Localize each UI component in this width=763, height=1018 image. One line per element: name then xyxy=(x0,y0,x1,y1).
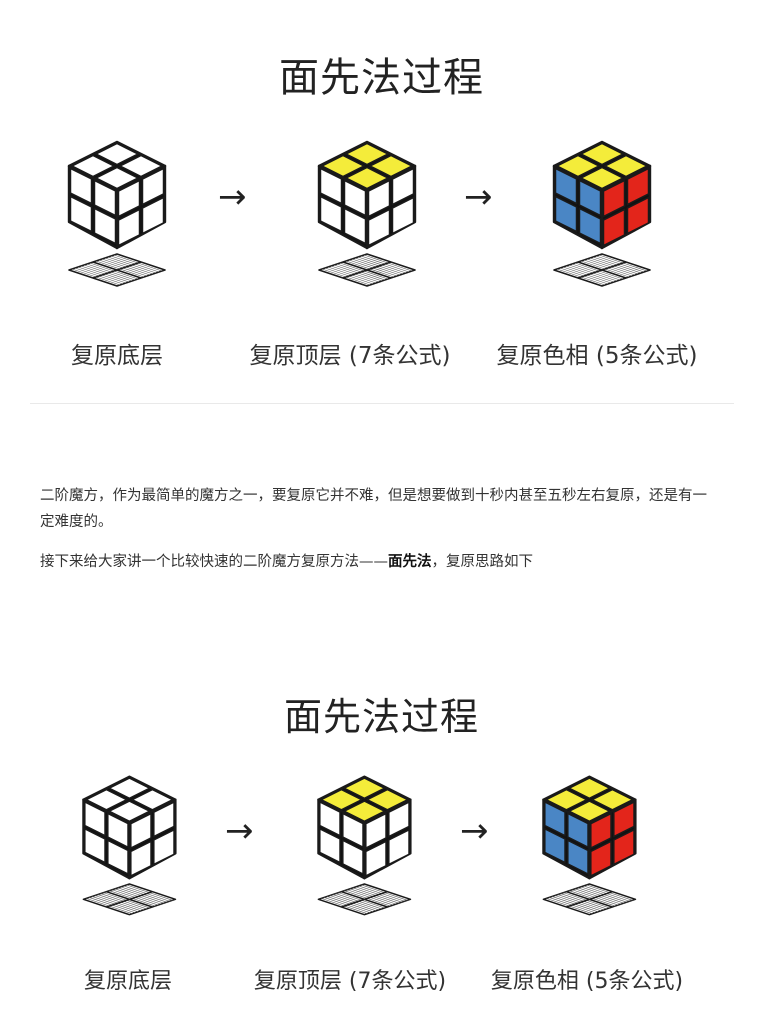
step2-cube-illustration xyxy=(305,772,420,927)
cube-white-icon xyxy=(82,775,177,916)
arrow-icon: → xyxy=(225,811,254,851)
step1-caption: 复原底层 xyxy=(83,969,173,994)
intro-paragraph-1: 二阶魔方，作为最简单的魔方之一，要复原它并不难，但是想要做到十秒内甚至五秒左右复… xyxy=(40,488,707,530)
section2-title: 面先法过程 xyxy=(283,695,479,739)
arrow-icon: → xyxy=(460,811,489,851)
divider xyxy=(30,403,734,404)
arrow-icon: → xyxy=(218,177,247,217)
intro-paragraph-2: 接下来给大家讲一个比较快速的二阶魔方复原方法——面先法，复原思路如下 xyxy=(40,549,720,575)
step3-cube-illustration xyxy=(540,138,660,298)
step3-caption: 复原色相 (5条公式) xyxy=(490,969,684,994)
cube-yellow-top-icon xyxy=(317,140,417,287)
cube-white-icon xyxy=(67,140,167,287)
intro-paragraph-2-text: 接下来给大家讲一个比较快速的二阶魔方复原方法—— xyxy=(40,554,388,570)
intro-paragraph-2-tail: ，复原思路如下 xyxy=(431,554,534,570)
step1-cube-illustration xyxy=(70,772,185,927)
cube-solved-icon xyxy=(552,140,652,287)
step1-cube-illustration xyxy=(55,138,175,298)
step3-cube-illustration xyxy=(530,772,645,927)
step1-caption: 复原底层 xyxy=(71,343,163,369)
method-name: 面先法 xyxy=(388,554,432,570)
step2-caption: 复原顶层 (7条公式) xyxy=(253,969,447,994)
arrow-icon: → xyxy=(464,177,493,217)
cube-yellow-top-icon xyxy=(317,775,412,916)
step2-cube-illustration xyxy=(305,138,425,298)
step3-caption: 复原色相 (5条公式) xyxy=(496,343,698,369)
section1-title: 面先法过程 xyxy=(279,55,484,101)
cube-solved-icon xyxy=(542,775,637,916)
step2-caption: 复原顶层 (7条公式) xyxy=(249,343,451,369)
